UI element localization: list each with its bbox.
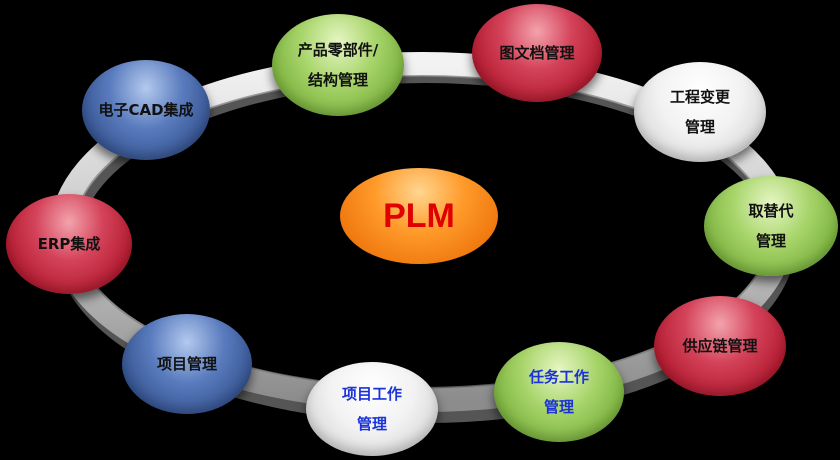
node-project-work: 项目工作 管理	[306, 362, 438, 456]
node-label-line-1: 取替代	[748, 202, 794, 220]
node-substitution: 取替代 管理	[704, 176, 838, 276]
plm-label: PLM	[383, 196, 455, 235]
node-label-line-1: 项目工作	[341, 385, 402, 403]
node-label: 图文档管理	[499, 44, 575, 62]
node-label-line-2: 结构管理	[307, 71, 368, 89]
node-project-management: 项目管理	[122, 314, 252, 414]
node-label: 取替代 管理	[742, 196, 799, 256]
node-label: 项目管理	[156, 355, 217, 373]
node-supply-chain: 供应链管理	[654, 296, 786, 396]
node-label-line-1: 任务工作	[528, 368, 589, 386]
node-label: 项目工作 管理	[336, 379, 408, 439]
plm-center: PLM	[340, 168, 498, 264]
node-electronic-cad: 电子CAD集成	[82, 60, 210, 160]
node-label-line-2: 管理	[543, 398, 574, 416]
node-erp-integration: ERP集成	[6, 194, 132, 294]
node-engineering-change: 工程变更 管理	[634, 62, 766, 162]
node-label-line-1: 工程变更	[669, 88, 730, 106]
node-label-line-2: 管理	[684, 118, 715, 136]
node-label: 供应链管理	[682, 337, 758, 355]
node-document-management: 图文档管理	[472, 4, 602, 102]
node-label: 产品零部件/ 结构管理	[292, 35, 384, 95]
node-task-work: 任务工作 管理	[494, 342, 624, 442]
node-label: 任务工作 管理	[523, 362, 595, 422]
node-label-line-2: 管理	[356, 415, 387, 433]
node-label-line-1: 产品零部件/	[297, 41, 379, 59]
node-parts-structure: 产品零部件/ 结构管理	[272, 14, 404, 116]
node-label-line-2: 管理	[755, 232, 786, 250]
node-label: 工程变更 管理	[664, 82, 736, 142]
node-label: 电子CAD集成	[98, 101, 194, 119]
node-label: ERP集成	[37, 235, 101, 253]
